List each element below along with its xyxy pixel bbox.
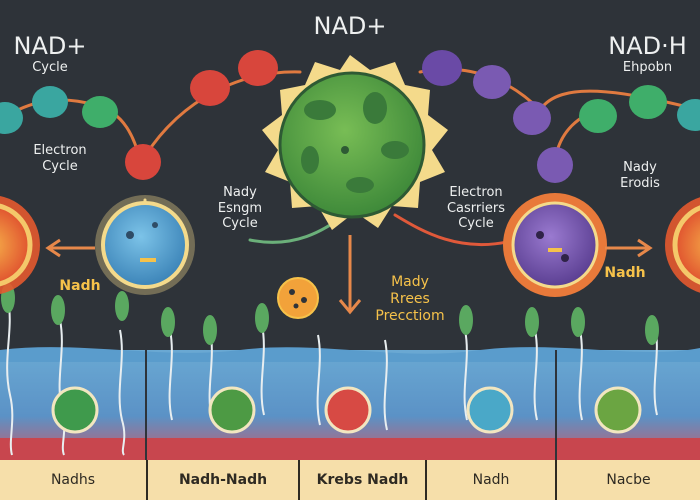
left-title: NAD+ xyxy=(13,32,87,60)
bar-cell-5: Nacbe xyxy=(606,472,651,488)
main-title: NAD+ xyxy=(313,12,387,40)
right-title: NAD·H xyxy=(608,32,687,60)
left-nadh-label: Nadh xyxy=(59,278,101,294)
center-left-label: Nady Esngm Cycle xyxy=(217,185,263,232)
center-bottom-label: Mady Rrees Precctiom xyxy=(375,274,445,324)
center-cell xyxy=(262,55,448,230)
bar-cell-3: Krebs Nadh xyxy=(316,472,409,488)
right-nadh-label: Nadh xyxy=(604,265,646,281)
right-label: Nady Erodis xyxy=(620,160,660,191)
bar-divider xyxy=(146,460,148,500)
bar-divider xyxy=(555,460,557,500)
down-arrow xyxy=(338,235,362,315)
bar-cell-1: Nadhs xyxy=(50,472,96,488)
bar-divider xyxy=(298,460,300,500)
water-cells xyxy=(51,386,642,434)
center-right-label: Electron Casrriers Cycle xyxy=(446,185,505,232)
orange-particle xyxy=(277,277,319,319)
bar-divider xyxy=(425,460,427,500)
left-label: Electron Cycle xyxy=(33,143,87,174)
bead-chain-left xyxy=(0,50,278,180)
left-blue-cell xyxy=(95,195,195,295)
right-subtitle: Ehpobn xyxy=(622,60,673,75)
left-subtitle: Cycle xyxy=(32,60,68,75)
left-sun xyxy=(0,196,40,294)
left-arrow xyxy=(45,238,95,258)
leaf-row xyxy=(1,283,659,345)
bottom-label-bar: Nadhs Nadh-Nadh Krebs Nadh Nadh Nacbe xyxy=(0,460,700,500)
bar-cell-2: Nadh-Nadh xyxy=(178,472,268,488)
bar-cell-4: Nadh xyxy=(472,472,510,488)
bead-chain-right xyxy=(422,50,700,183)
right-arrow xyxy=(605,238,653,258)
right-sun xyxy=(665,197,700,293)
right-purple-cell xyxy=(503,193,607,297)
